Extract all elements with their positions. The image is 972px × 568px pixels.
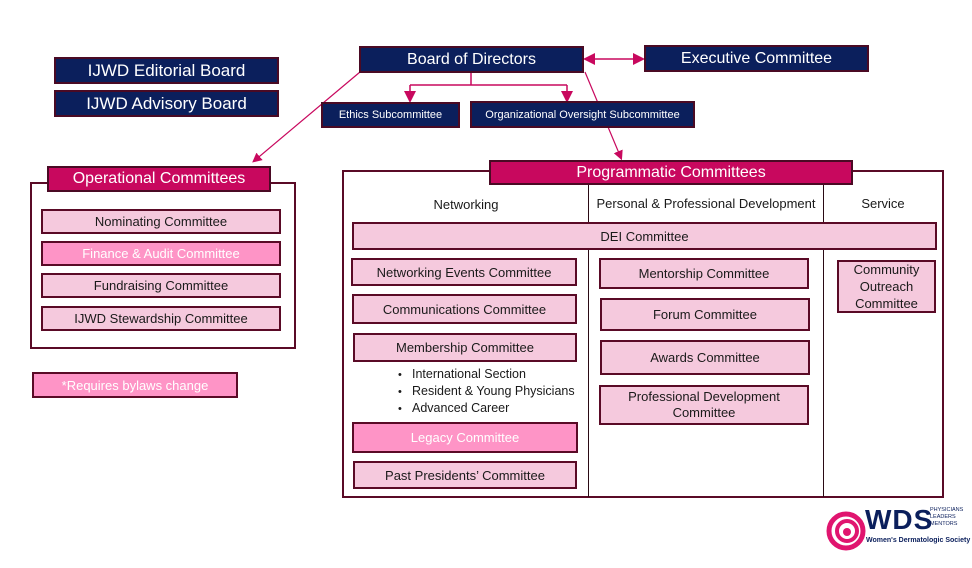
membership-committee: Membership Committee [353, 333, 577, 362]
ijwd-advisory-board: IJWD Advisory Board [54, 90, 279, 117]
networking-events-committee: Networking Events Committee [351, 258, 577, 286]
bylaws-change-legend: *Requires bylaws change [32, 372, 238, 398]
logo-acronym: WDS [865, 504, 934, 535]
column-heading-networking: Networking [433, 196, 499, 212]
awards-committee: Awards Committee [600, 340, 810, 375]
column-heading-service: Service [861, 195, 905, 211]
column-divider-1 [588, 184, 589, 497]
professional-development-committee: Professional Development Committee [599, 385, 809, 425]
membership-section-item: International Section [398, 366, 588, 383]
ijwd-editorial-board: IJWD Editorial Board [54, 57, 279, 84]
logo-tagline: LEADERS [930, 514, 956, 520]
board-of-directors: Board of Directors [359, 46, 584, 73]
dei-committee: DEI Committee [352, 222, 937, 250]
logo-tagline: MENTORS [930, 521, 958, 527]
operational-committees-title: Operational Committees [47, 166, 271, 192]
membership-section-item: Advanced Career [398, 400, 588, 417]
logo-taglines: PHYSICIANS LEADERS MENTORS [930, 507, 963, 528]
oversight-subcommittee: Organizational Oversight Subcommittee [470, 101, 695, 128]
logo-society-name: Women's Dermatologic Society [866, 537, 971, 544]
community-outreach-committee: Community Outreach Committee [837, 260, 936, 313]
logo-tagline: PHYSICIANS [930, 507, 964, 513]
wds-logo: WDS PHYSICIANS LEADERS MENTORS Women's D… [826, 500, 970, 562]
swirl-logo-icon [826, 511, 866, 551]
communications-committee: Communications Committee [352, 294, 577, 324]
column-divider-2 [823, 184, 824, 497]
executive-committee: Executive Committee [644, 45, 869, 72]
membership-sections-list: International Section Resident & Young P… [398, 366, 588, 417]
programmatic-committees-title: Programmatic Committees [489, 160, 853, 185]
mentorship-committee: Mentorship Committee [599, 258, 809, 289]
past-presidents-committee: Past Presidents’ Committee [353, 461, 577, 489]
forum-committee: Forum Committee [600, 298, 810, 331]
column-heading-ppd: Personal & Professional Development [596, 195, 816, 211]
nominating-committee: Nominating Committee [41, 209, 281, 234]
ethics-subcommittee: Ethics Subcommittee [321, 102, 460, 128]
ijwd-stewardship-committee: IJWD Stewardship Committee [41, 306, 281, 331]
legacy-committee: Legacy Committee [352, 422, 578, 453]
fundraising-committee: Fundraising Committee [41, 273, 281, 298]
finance-audit-committee: Finance & Audit Committee [41, 241, 281, 266]
membership-section-item: Resident & Young Physicians [398, 383, 588, 400]
